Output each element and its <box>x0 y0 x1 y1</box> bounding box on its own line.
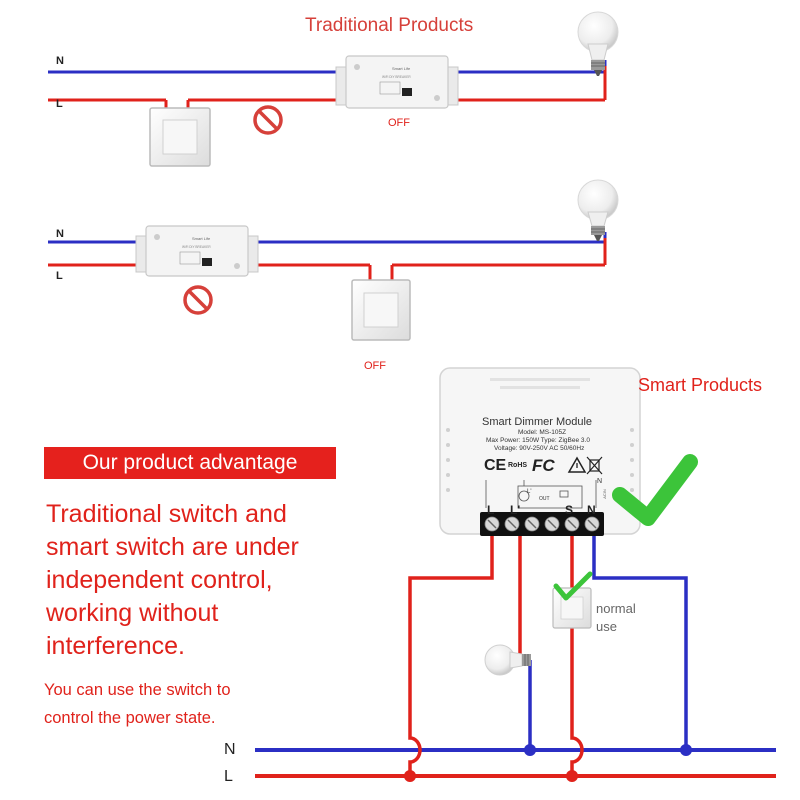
wire-label-l: L <box>56 98 63 110</box>
junction-dot <box>680 744 692 756</box>
wall-switch-icon <box>149 107 211 167</box>
traditional-diagram-1: Smart Life WiFi DIY BREAKER <box>48 11 619 167</box>
weee-bin-icon <box>586 456 603 475</box>
smart-wiring <box>255 530 776 782</box>
light-bulb-icon <box>577 11 619 76</box>
svg-text:WiFi DIY BREAKER: WiFi DIY BREAKER <box>182 245 211 249</box>
advantage-description: Traditional switch and smart switch are … <box>46 498 366 663</box>
terminal-label-s: S <box>565 503 574 517</box>
module-power-type: Max Power: 150W Type: ZigBee 3.0 <box>486 437 590 444</box>
wire-label-n: N <box>56 228 64 240</box>
check-icon <box>553 571 593 601</box>
advantage-line: smart switch are under <box>46 533 299 561</box>
diagram-n-label: N <box>597 478 603 485</box>
wire-label-n: N <box>56 55 64 67</box>
fc-mark: FC <box>532 456 555 475</box>
advantage-subtext: You can use the switch to control the po… <box>44 676 231 732</box>
advantage-line: working without <box>46 599 219 627</box>
traditional-products-title: Traditional Products <box>305 15 474 36</box>
bottom-wire-label-l: L <box>224 768 233 785</box>
wall-switch-icon <box>351 279 411 341</box>
advantage-line: interference. <box>46 632 185 660</box>
subtext-line: You can use the switch to <box>44 681 231 699</box>
smart-products-title: Smart Products <box>638 375 763 395</box>
wifi-relay-icon: Smart Life WiFi DIY BREAKER <box>335 55 459 109</box>
advantage-line: independent control, <box>46 566 273 594</box>
wire-label-l: L <box>56 270 63 282</box>
light-bulb-icon <box>577 179 619 241</box>
diagram-l-prime-label: L' <box>527 489 532 495</box>
diagram-out-label: OUT <box>539 496 550 502</box>
light-bulb-icon <box>484 644 531 676</box>
svg-text:Smart Life: Smart Life <box>192 236 211 241</box>
big-check-icon <box>612 454 698 526</box>
junction-dot <box>404 770 416 782</box>
prohibited-icon <box>183 285 213 315</box>
off-label: OFF <box>388 117 410 129</box>
junction-dot <box>524 744 536 756</box>
junction-dot <box>566 770 578 782</box>
terminal-label-l-prime: L' <box>510 503 521 517</box>
terminal-label-l: L <box>487 503 495 517</box>
rohs-mark: RoHS <box>508 462 528 469</box>
prohibited-icon <box>253 105 283 135</box>
svg-text:Smart Life: Smart Life <box>392 66 411 71</box>
ce-mark: CE <box>484 457 507 474</box>
triangle-warning-icon <box>567 456 587 473</box>
advantage-line: Traditional switch and <box>46 500 287 528</box>
traditional-diagram-2: Smart Life WiFi DIY BREAKER <box>48 179 619 341</box>
module-model: Model: MS-105Z <box>518 429 567 436</box>
module-voltage: Voltage: 90V-250V AC 50/60Hz <box>494 445 585 452</box>
normal-use-label: normal use <box>596 600 656 636</box>
svg-text:WiFi DIY BREAKER: WiFi DIY BREAKER <box>382 75 411 79</box>
smart-dimmer-module <box>439 367 641 536</box>
off-label: OFF <box>364 360 386 372</box>
bottom-wire-label-n: N <box>224 741 236 758</box>
wall-switch-icon <box>552 587 592 629</box>
normal-use-line2: use <box>596 619 617 634</box>
diagram-acin-label: ACIN <box>601 489 607 499</box>
module-title: Smart Dimmer Module <box>482 416 593 428</box>
terminal-label-n: N <box>587 503 596 517</box>
subtext-line: control the power state. <box>44 709 216 727</box>
normal-use-line1: normal <box>596 601 636 616</box>
advantage-heading: Our product advantage <box>44 447 336 479</box>
wifi-relay-icon: Smart Life WiFi DIY BREAKER <box>135 225 259 277</box>
